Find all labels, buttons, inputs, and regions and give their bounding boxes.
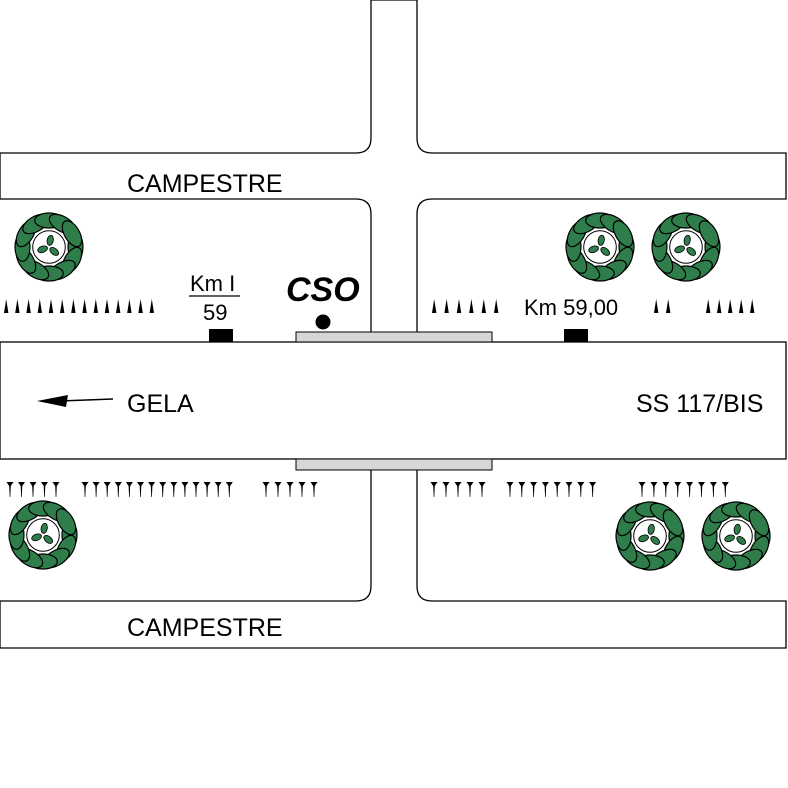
campestre-top-label: CAMPESTRE <box>127 170 283 198</box>
cso-point-icon <box>315 314 331 330</box>
km-marker-icon <box>564 329 588 342</box>
grass-tuft-icon <box>225 482 233 497</box>
grass-tuft-icon <box>149 299 154 313</box>
bridge-slab-top <box>295 331 493 343</box>
tree-icon <box>8 500 78 570</box>
grass-tuft-icon <box>666 299 671 313</box>
bridge-slab-bottom <box>295 458 493 471</box>
grass-tuft-icon <box>739 299 744 313</box>
grass-tuft-icon <box>192 482 200 497</box>
grass-tuft-icon <box>481 299 486 313</box>
tree-icon <box>701 501 771 571</box>
grass-tuft-icon <box>18 482 25 497</box>
ss117bis-label: SS 117/BIS <box>636 390 763 418</box>
grass-tuft-icon <box>103 482 111 497</box>
grass-tuft-icon <box>638 482 646 497</box>
grass-tuft-icon <box>26 299 31 313</box>
grass-tuft-icon <box>15 299 20 313</box>
vertical-road-top-right <box>416 0 787 332</box>
grass-tuft-icon <box>6 482 14 497</box>
grass-tuft-icon <box>456 299 462 313</box>
grass-tuft-icon <box>478 482 486 497</box>
grass-tuft-icon <box>565 482 573 497</box>
grass-tuft-icon <box>506 482 514 497</box>
grass-tuft-icon <box>37 299 42 313</box>
grass-tuft-icon <box>214 482 222 497</box>
grass-tuft-icon <box>686 482 694 497</box>
grass-tuft-icon <box>589 482 597 497</box>
tree-icon <box>615 501 685 571</box>
tree-layer <box>8 212 771 571</box>
grass-tuft-icon <box>654 299 659 313</box>
grass-tuft-icon <box>750 299 755 313</box>
grass-tuft-icon <box>709 482 717 497</box>
vertical-road-bottom-left <box>0 470 787 649</box>
campestre-road-top <box>0 153 372 332</box>
grass-tuft-icon <box>114 482 122 497</box>
gela-label: GELA <box>127 390 194 418</box>
grass-tuft-icon <box>674 482 682 497</box>
cso-label: CSO <box>286 271 360 309</box>
grass-tuft-icon <box>469 299 474 313</box>
grass-tuft-icon <box>116 299 121 313</box>
tree-icon <box>651 212 721 282</box>
grass-tuft-icon <box>125 482 133 497</box>
grass-tuft-icon <box>466 482 474 497</box>
grass-tuft-icon <box>494 299 499 313</box>
grass-tuft-icon <box>274 482 282 497</box>
tree-icon <box>14 212 84 282</box>
km-right-label: Km 59,00 <box>524 295 618 320</box>
grass-tuft-icon <box>553 482 561 497</box>
grass-tuft-icon <box>698 482 705 497</box>
grass-tuft-icon <box>52 482 60 497</box>
grass-tuft-icon <box>29 482 37 497</box>
grass-tuft-icon <box>48 299 54 313</box>
grass-tuft-icon <box>41 482 48 497</box>
grass-tuft-icon <box>728 299 733 313</box>
grass-tuft-icon <box>82 299 87 313</box>
grass-tuft-icon <box>310 482 318 497</box>
grass-tuft-icon <box>717 299 722 313</box>
grass-tuft-icon <box>577 482 585 497</box>
arrow-left-icon <box>37 395 114 407</box>
grass-layer <box>4 299 755 497</box>
grass-tuft-icon <box>518 482 526 497</box>
grass-tuft-icon <box>137 482 144 497</box>
tree-icon <box>565 212 635 282</box>
grass-tuft-icon <box>262 482 270 497</box>
grass-tuft-icon <box>81 482 89 497</box>
grass-tuft-icon <box>181 482 189 497</box>
km-marker-icon <box>209 329 233 342</box>
km-left-bottom-label: 59 <box>203 300 227 325</box>
grass-tuft-icon <box>706 299 711 313</box>
grass-tuft-icon <box>530 482 538 497</box>
grass-tuft-icon <box>203 482 211 497</box>
grass-tuft-icon <box>148 482 156 497</box>
grass-tuft-icon <box>442 482 450 497</box>
grass-tuft-icon <box>4 299 9 313</box>
grass-tuft-icon <box>104 299 110 313</box>
grass-tuft-icon <box>138 299 143 313</box>
grass-tuft-icon <box>92 482 100 497</box>
grass-tuft-icon <box>298 482 306 497</box>
grass-tuft-icon <box>721 482 729 497</box>
grass-tuft-icon <box>650 482 658 497</box>
grass-tuft-icon <box>71 299 76 313</box>
grass-tuft-icon <box>127 299 132 313</box>
grass-tuft-icon <box>444 299 449 313</box>
grass-tuft-icon <box>170 482 178 497</box>
grass-tuft-icon <box>541 482 549 497</box>
grass-tuft-icon <box>662 482 670 497</box>
grass-tuft-icon <box>432 299 437 313</box>
km-left-top-label: Km I <box>190 271 235 296</box>
campestre-bottom-label: CAMPESTRE <box>127 614 283 642</box>
grass-tuft-icon <box>93 299 98 313</box>
grass-tuft-icon <box>430 482 438 497</box>
grass-tuft-icon <box>60 299 65 313</box>
grass-tuft-icon <box>159 482 167 497</box>
grass-tuft-icon <box>454 482 462 497</box>
grass-tuft-icon <box>286 482 294 497</box>
vertical-road-top <box>0 0 372 154</box>
